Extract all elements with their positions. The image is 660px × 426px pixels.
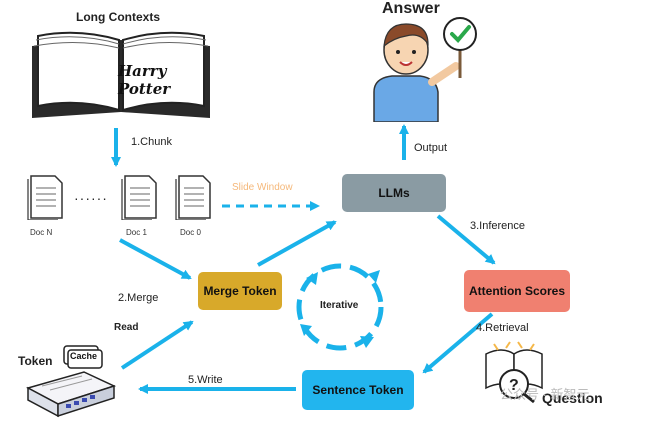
arrow-retrieval	[422, 312, 494, 374]
arrow-read	[120, 320, 194, 370]
watermark-text: 公众号 · 新智元	[500, 387, 590, 402]
write-label: 5.Write	[188, 374, 223, 386]
doc-icon	[120, 174, 160, 220]
arrow-merge-to-llms	[257, 220, 337, 267]
question-book-icon: ?	[480, 340, 550, 404]
doc-icon	[26, 174, 66, 220]
sentence-token-box: Sentence Token	[302, 370, 414, 410]
read-label: Read	[114, 322, 139, 333]
inference-label: 3.Inference	[470, 220, 526, 232]
chunk-label: 1.Chunk	[131, 136, 172, 148]
retrieval-label: 4.Retrieval	[476, 322, 529, 334]
llms-box: LLMs	[342, 174, 446, 212]
output-label: Output	[414, 142, 448, 154]
book-logo: Harry Potter	[118, 62, 171, 98]
arrow-inference	[436, 214, 496, 265]
token-cache-icon: Cache	[22, 344, 118, 418]
question-label: Question	[542, 390, 603, 406]
arrow-merge	[119, 238, 192, 280]
iterative-label: Iterative	[320, 300, 359, 311]
cache-label: Cache	[70, 351, 98, 361]
long-contexts-title: Long Contexts	[76, 10, 160, 24]
attention-scores-box: Attention Scores	[464, 270, 570, 312]
doc-1-label: Doc 1	[126, 228, 147, 237]
answer-title: Answer	[382, 0, 440, 17]
open-book-icon: Harry Potter	[28, 26, 214, 126]
person-answer-icon	[360, 16, 480, 122]
doc-icon	[174, 174, 214, 220]
merge-token-box: Merge Token	[198, 272, 282, 310]
merge-label: 2.Merge	[118, 292, 159, 304]
doc-n-label: Doc N	[30, 228, 53, 237]
slide-window-label: Slide Window	[232, 182, 293, 193]
svg-text:?: ?	[509, 377, 519, 394]
iterative-cycle-icon	[296, 263, 384, 351]
token-label: Token	[18, 354, 53, 368]
ellipsis-dots: ······	[74, 190, 108, 206]
doc-0-label: Doc 0	[180, 228, 201, 237]
